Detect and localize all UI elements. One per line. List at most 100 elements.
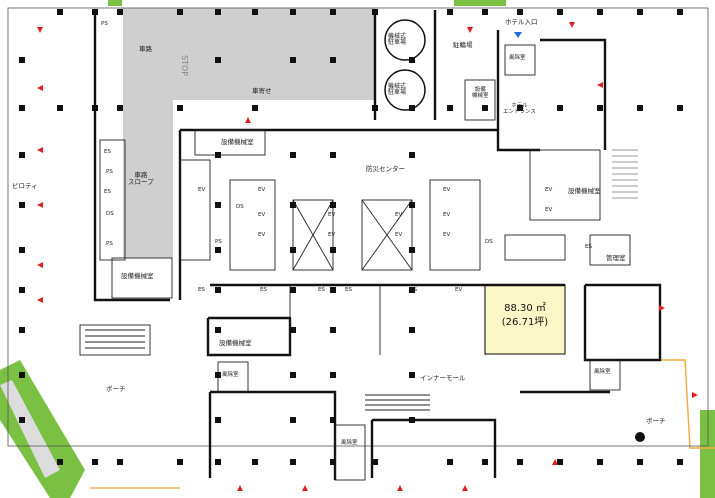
column [215, 57, 221, 63]
column [215, 459, 221, 465]
shaft-label: EV [443, 212, 451, 218]
column [637, 105, 643, 111]
column [19, 247, 25, 253]
column [330, 327, 336, 333]
shaft-label: EV [328, 232, 336, 238]
column [252, 459, 258, 465]
column [409, 152, 415, 158]
entrance-marker [37, 202, 43, 208]
room-wind-1: 風除室 [222, 372, 239, 378]
column [19, 327, 25, 333]
orange-edge-line [608, 359, 715, 449]
column [482, 9, 488, 15]
column [117, 105, 123, 111]
column [409, 287, 415, 293]
column [597, 105, 603, 111]
entrance-marker [462, 485, 468, 491]
partitions [79, 44, 631, 481]
column [517, 459, 523, 465]
column [19, 105, 25, 111]
shaft-label: EV [395, 232, 403, 238]
column [290, 417, 296, 423]
label-inner-mall: インナーモール [420, 374, 466, 382]
shaft-label: EV [258, 212, 266, 218]
shaft-label: EV [545, 207, 553, 213]
column [409, 57, 415, 63]
shaft-label: EV [395, 212, 403, 218]
room-management: 管理室 [606, 254, 626, 262]
label-drive-path: 車路 [139, 45, 152, 53]
shaft-label: PS [215, 239, 222, 245]
shaft-label: ES [198, 287, 205, 293]
room-wind-top: 風除室 [509, 55, 526, 61]
column [517, 105, 523, 111]
column [290, 247, 296, 253]
entrance-marker [37, 297, 43, 303]
entrance-marker [37, 27, 43, 33]
entrance-marker [659, 305, 665, 311]
room-disaster-center: 防災センター [366, 165, 405, 173]
column [92, 459, 98, 465]
column [117, 9, 123, 15]
green-right [700, 410, 715, 498]
column [637, 9, 643, 15]
room-machine-parking-2: 機械式 駐車場 [388, 83, 407, 96]
column [447, 459, 453, 465]
entrance-marker [467, 27, 473, 33]
column [177, 105, 183, 111]
column [290, 152, 296, 158]
room-bicycle-parking: 駐輪場 [453, 41, 473, 49]
column [330, 417, 336, 423]
column [215, 327, 221, 333]
driveway-zone [123, 8, 375, 100]
green-walkway-left [0, 380, 60, 478]
hotel-entrance-marker [514, 32, 522, 38]
highlight-unit[interactable] [484, 284, 566, 355]
column [92, 105, 98, 111]
column [330, 202, 336, 208]
entrance-markers [37, 22, 698, 491]
column [215, 417, 221, 423]
column [330, 152, 336, 158]
column [177, 9, 183, 15]
column [372, 9, 378, 15]
shaft-label: DS [485, 239, 493, 245]
room-equipment-right: 設備機械室 [568, 187, 601, 195]
entrance-marker [302, 485, 308, 491]
shaft-label: EV [443, 232, 451, 238]
shaft-label: ES [345, 287, 352, 293]
column [330, 372, 336, 378]
room-equipment-top: 設備機械室 [221, 138, 254, 146]
shaft-label: EV [443, 187, 451, 193]
label-porch-left: ポーチ [106, 385, 126, 393]
column [290, 459, 296, 465]
column [409, 327, 415, 333]
major-walls [93, 10, 662, 480]
column [372, 459, 378, 465]
shaft-label: ES [318, 287, 325, 293]
entrance-marker [552, 459, 558, 465]
label-ramp: 車路 スロープ [128, 171, 154, 186]
shaft-label: PS [106, 241, 113, 247]
column [637, 459, 643, 465]
structural-columns [19, 9, 683, 465]
entrance-marker [245, 117, 251, 123]
shaft-label: ES [104, 189, 111, 195]
column [215, 152, 221, 158]
shaft-label: EV [545, 187, 553, 193]
room-equipment-small: 設備 機械室 [472, 87, 489, 99]
entrance-marker [692, 392, 698, 398]
room-equipment-mid: 設備機械室 [219, 339, 252, 347]
column [290, 9, 296, 15]
column [290, 57, 296, 63]
column [57, 105, 63, 111]
highlight-unit-area[interactable]: 88.30 ㎡ (26.71坪) [490, 302, 560, 329]
column [330, 9, 336, 15]
column [409, 372, 415, 378]
green-top-left [108, 0, 122, 6]
column [215, 372, 221, 378]
column [290, 202, 296, 208]
column [215, 287, 221, 293]
column [252, 9, 258, 15]
